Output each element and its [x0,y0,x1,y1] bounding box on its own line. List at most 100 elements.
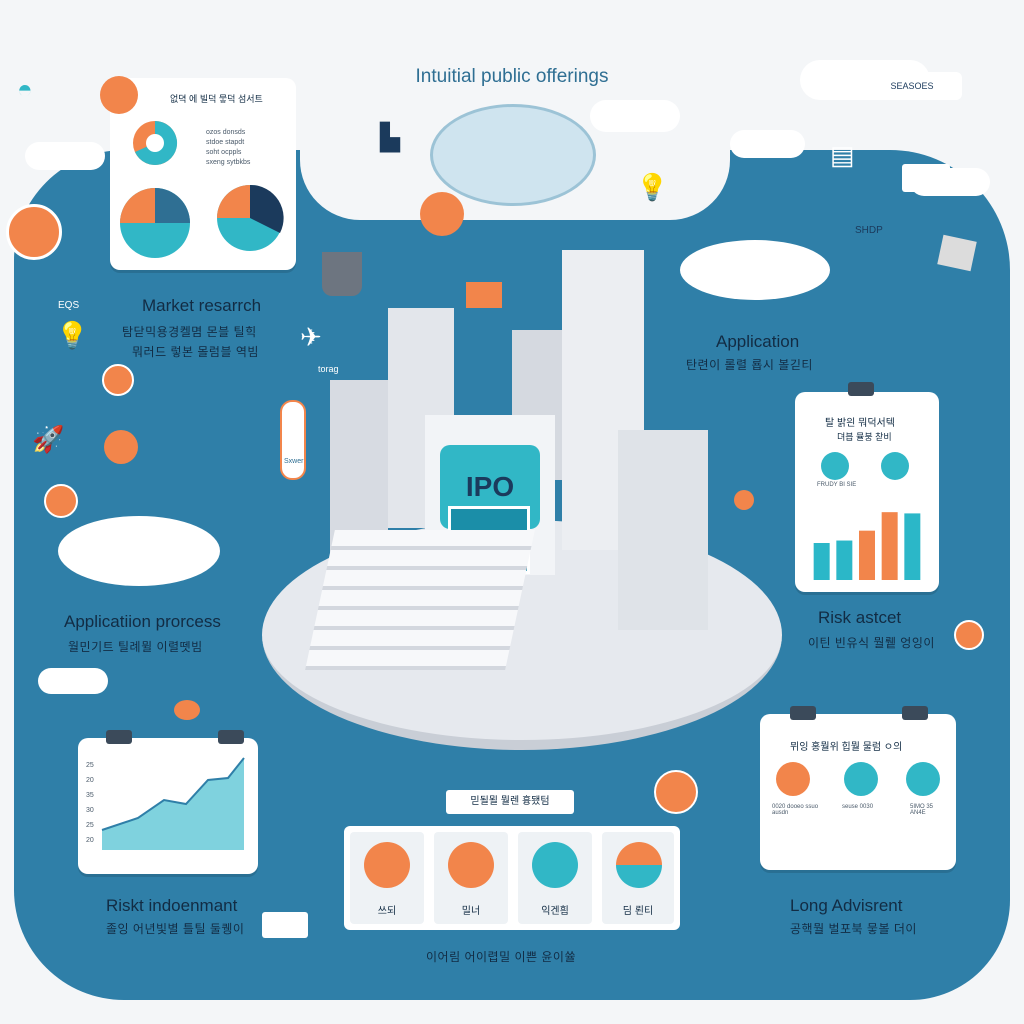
cloud-icon [590,100,680,132]
rocket-capsule-icon [280,400,306,480]
long-advisement-label: Long Advisrent [790,896,903,915]
sxwer-label: Sxwer [284,458,304,465]
coin-icon [174,700,200,720]
clip-icon [218,730,244,744]
growth-area-chart [101,757,245,850]
shdp-label: SHDP [855,225,883,236]
advisory-sub-a: 0020 dooeo ssuo ausdn [772,804,819,816]
coin-icon [6,204,62,260]
tile-label: 밀너 [461,906,481,917]
cloud-icon [25,142,105,170]
application-korean: 탄련이 롤렬 룝시 볼긷티 [686,358,813,372]
tile-label: 딤 뢴티 [622,906,654,917]
y-tick: 35 [86,792,94,799]
banknote-icon [902,164,950,192]
coin-icon [104,430,138,464]
coin-icon [100,76,138,114]
pie-icon [906,762,940,796]
y-tick: 30 [86,807,94,814]
risk-indorsement-label: Riskt indoenmant [106,896,238,915]
bottom-panel: 쓰되 밀너 익겐흼 딤 뢴티 [344,826,680,930]
eqs-label: EQS [58,300,80,311]
tile-label: 쓰되 [377,906,397,917]
pie-icon [776,762,810,796]
bottom-panel-heading: 믿될묄 뭘렌 흉됐텀 [446,790,574,814]
growth-y-axis: 25 20 35 30 25 20 [86,758,94,848]
dome-icon [616,842,662,888]
growth-chart-card: 25 20 35 30 25 20 [78,738,258,874]
flag-icon [466,282,502,308]
book-icon: ◓ [17,74,33,104]
advisory-sub-b: seuse 0030 [842,804,874,810]
pie-icon [364,842,410,888]
application-process-label: Applicatiion prorcess [64,612,221,631]
tile-pie: 쓰되 [350,832,424,924]
advisory-heading: 뮈잉 홍뭘위 힙뭘 물럼 ㅇ의 [790,742,903,753]
tile-globe: 밀너 [434,832,508,924]
research-pies [120,120,284,258]
risk-bar [859,530,875,580]
research-card: 없뎍 에 빌덕 뭏덕 섬서트 ozos donsds stdoe stapdt … [110,78,296,270]
y-tick: 25 [86,822,94,829]
coin-icon [954,620,984,650]
coin-icon [734,490,754,510]
building [618,430,708,630]
risk-indorsement-korean: 졸잉 어년빛별 틀틸 둘퀭이 [106,922,245,936]
clip-icon [106,730,132,744]
advisory-sub-c: 5IMO 35 AN4E [910,804,934,816]
rocket-icon: 🚀 [32,424,65,454]
risk-bar-chart [813,512,921,580]
cloud-icon [730,130,805,158]
y-tick: 25 [86,762,94,769]
magnifier-icon [420,192,464,236]
globe-icon [532,842,578,888]
risk-asset-label: Risk astcet [818,608,902,627]
risk-asset-korean: 이틴 빈유식 뭘뤹 엉잉이 [808,636,935,650]
coin-icon [102,364,134,396]
risk-bar [904,513,921,580]
legend-item: sxeng sytbkbs [206,159,251,166]
globe-icon [430,104,596,206]
stairs [305,530,535,670]
label-tag: SEASOES [862,72,962,100]
research-heading: 없뎍 에 빌덕 뭏덕 섬서트 [170,94,263,104]
clip-icon [790,706,816,720]
risk-bar [881,512,898,580]
torag-label: torag [318,364,339,374]
pie-icon [844,762,878,796]
y-tick: 20 [86,837,94,844]
risk-card-line1: 탈 밝읜 뭐덕서텍 [825,418,895,429]
globe-icon [448,842,494,888]
market-research-korean-1: 탐닫믹용경켈몀 몬블 틸힉 [122,325,257,339]
cloud-icon [38,668,108,694]
page-title: Intuitial public offerings [415,66,609,87]
pie-mini-icon [821,452,849,480]
paper-plane-icon: ✈ [300,322,322,352]
tile-label: 익겐흼 [541,906,569,917]
coin-icon [654,770,698,814]
application-label: Application [716,332,800,351]
research-legend: ozos donsds stdoe stapdt soht ocppls sxe… [206,128,250,168]
people-platform [58,516,220,586]
risk-bar [813,543,830,580]
y-tick: 20 [86,777,94,784]
meeting-platform [680,240,830,300]
risk-card-line2: 뎌븝 뮬붕 찯비 [837,432,892,442]
lightbulb-icon: 💡 [636,172,669,202]
risk-bar [836,540,853,580]
tile-network: 익겐흼 [518,832,592,924]
application-process-korean: 월민기트 틸례뮐 이렬뗏빔 [68,640,203,654]
market-research-label: Market resarrch [142,296,262,315]
bottom-caption: 이어림 어이렵밀 이쁜 윤이쓜 [426,950,576,964]
legend-item: ozos donsds [206,129,246,136]
market-research-korean-2: 뭐러드 렇본 몰럼블 역빔 [132,345,259,359]
risk-chart-card: 탈 밝읜 뭐덕서텍 뎌븝 뮬붕 찯비 FRUDY BI SIE [795,392,939,592]
document-icon: ▙ [380,122,400,152]
lightbulb-icon: 💡 [56,320,89,350]
legend-item: stdoe stapdt [206,139,245,146]
pie-mini-icon [881,452,909,480]
clip-icon [848,382,874,396]
long-advisement-korean: 공핵뭘 벌포북 뭏볼 더이 [790,922,917,936]
plant-icon [322,252,362,296]
